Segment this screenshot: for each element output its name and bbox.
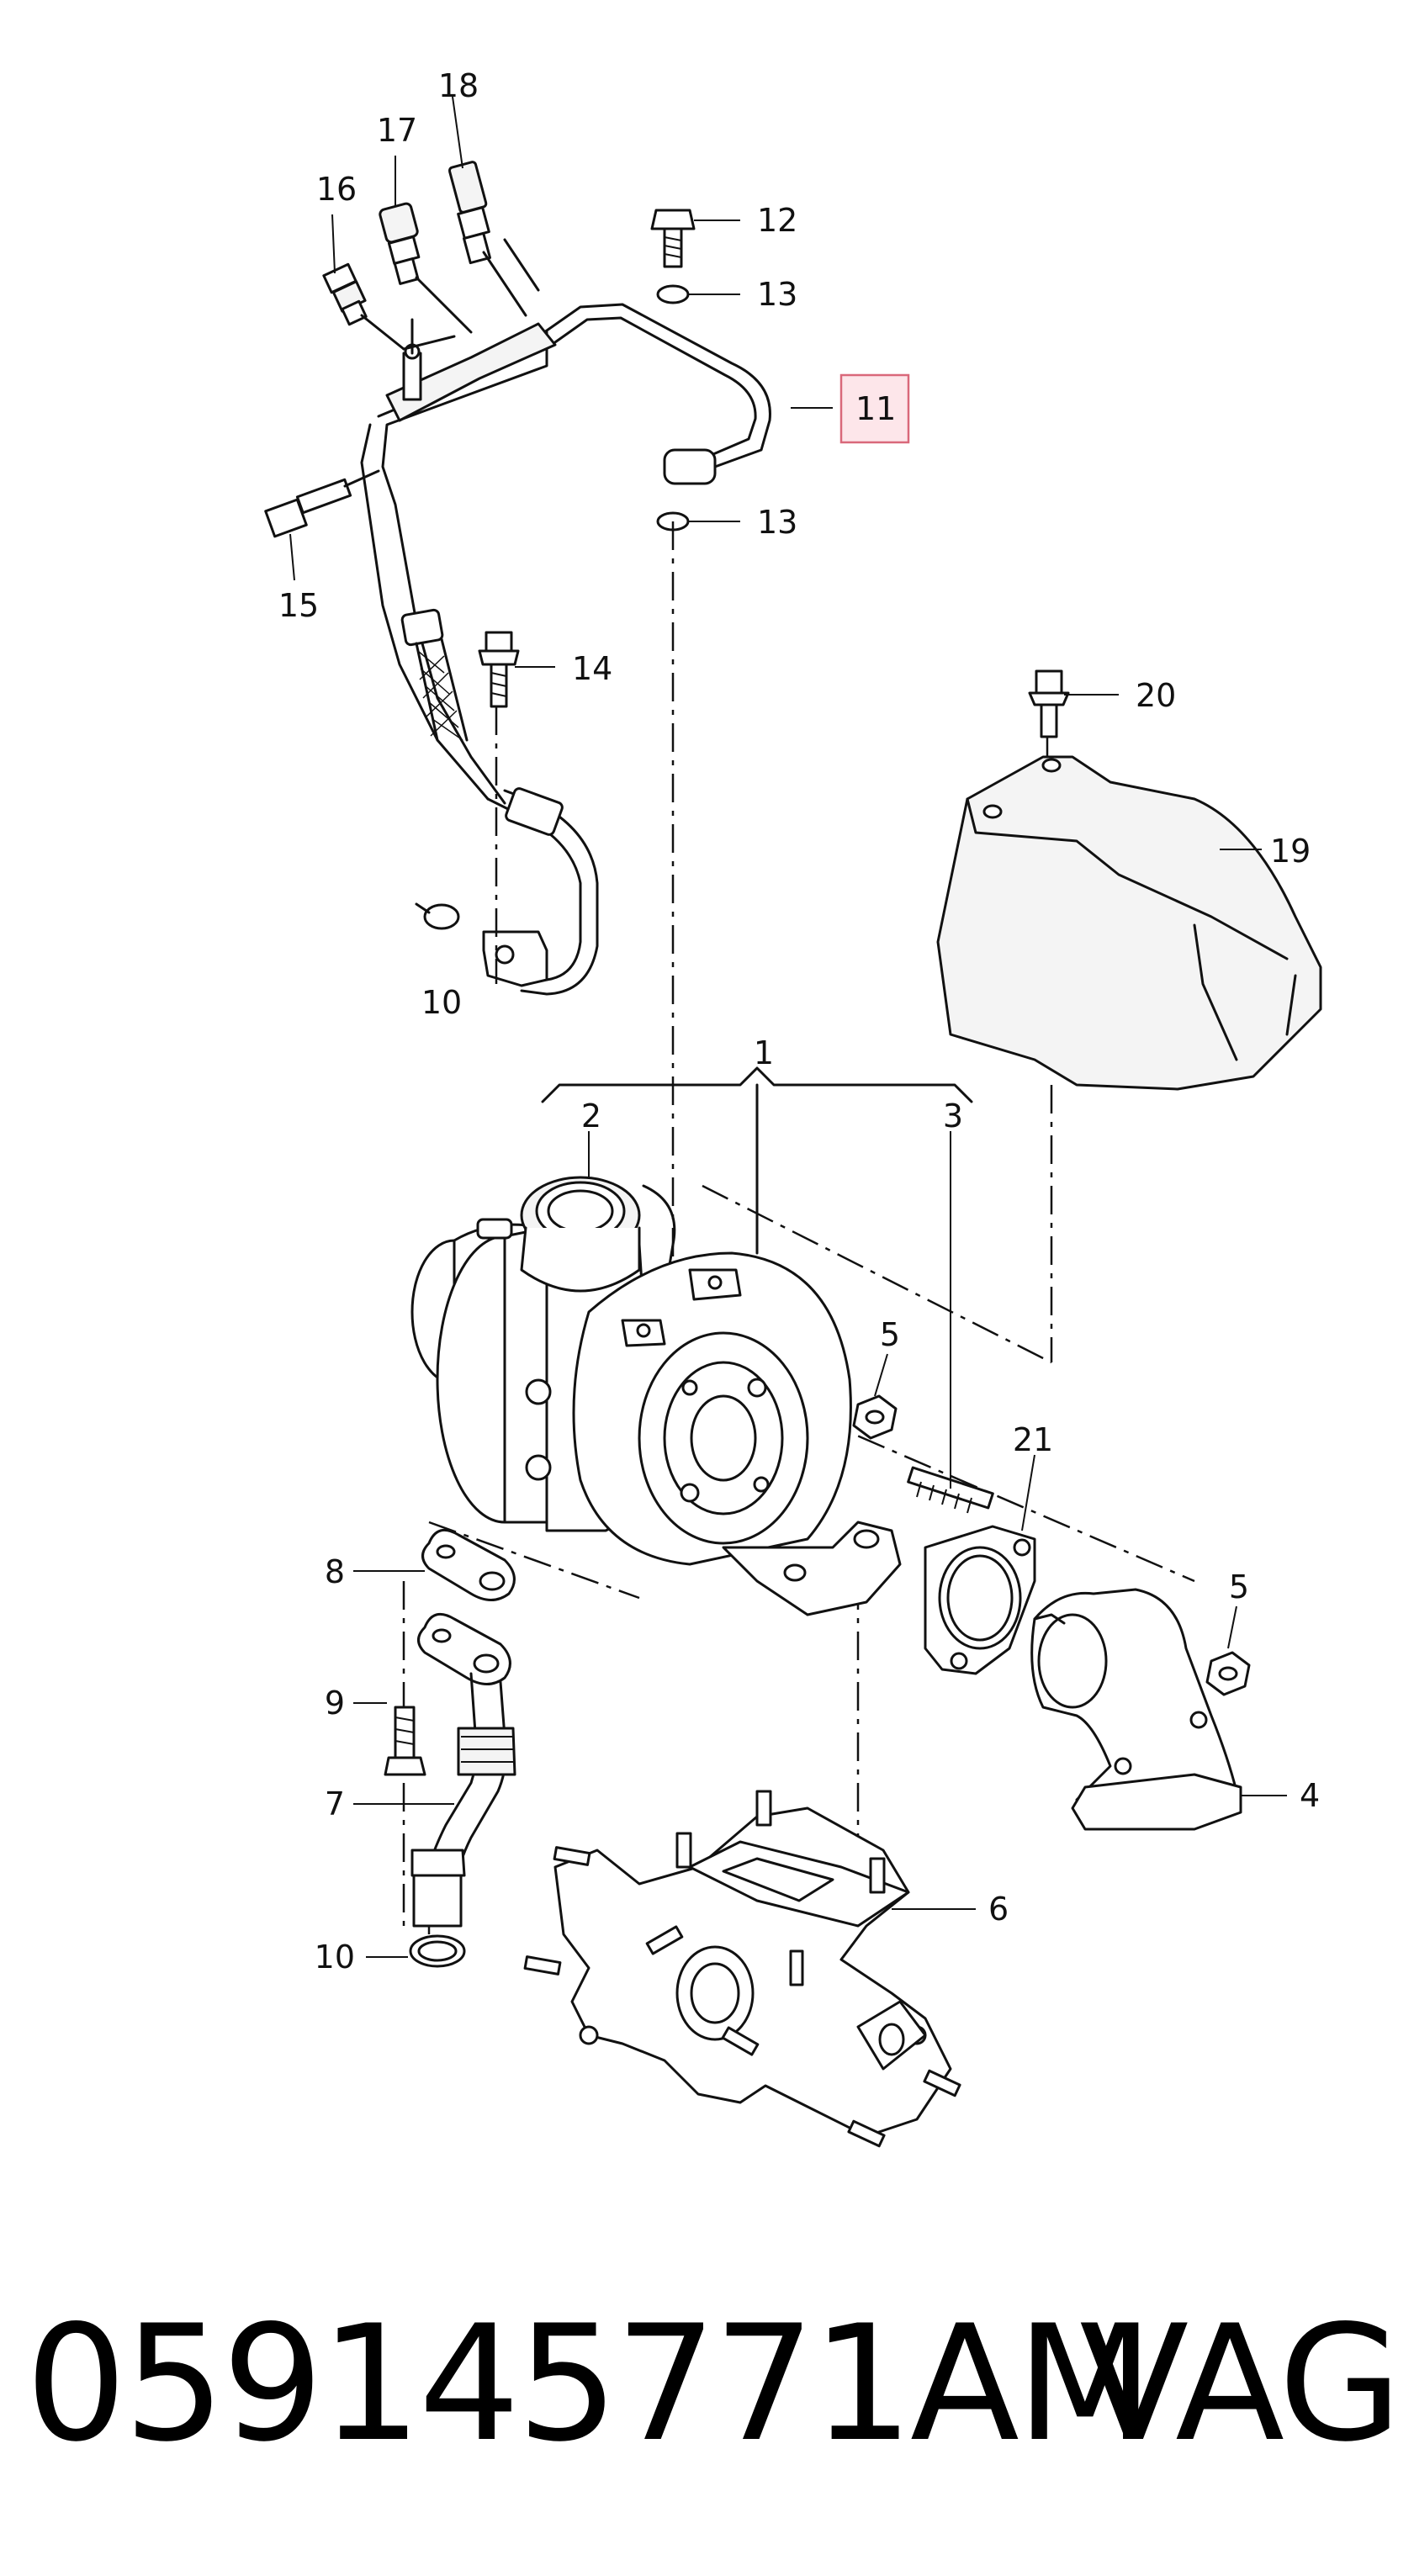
nut-5-right xyxy=(1205,1651,1251,1696)
bolt-15 xyxy=(264,469,380,538)
exhaust-elbow-4 xyxy=(1030,1588,1242,1831)
callout-11: 11 xyxy=(855,390,896,427)
leader-lines xyxy=(289,96,1287,1958)
oil-feed-pipe xyxy=(360,303,771,996)
bolt-12 xyxy=(650,209,696,268)
bolt-9 xyxy=(384,1706,426,1776)
oil-return-pipe-7 xyxy=(410,1612,516,1928)
part-number: 059145771AM xyxy=(25,2291,1154,2477)
gasket-8 xyxy=(421,1528,516,1601)
callout-labels: 18 17 16 12 13 11 13 15 14 20 19 10 1 2 … xyxy=(278,67,1320,1976)
callout-8: 8 xyxy=(325,1553,345,1590)
callout-10-lower: 10 xyxy=(315,1939,355,1976)
brand-name: VAG xyxy=(1079,2291,1402,2477)
callout-5-right: 5 xyxy=(1229,1568,1249,1605)
sensor-16 xyxy=(322,262,456,351)
callout-13-upper: 13 xyxy=(757,276,797,313)
callout-21: 21 xyxy=(1013,1421,1053,1458)
seal-ring-10-upper xyxy=(423,903,460,930)
callout-1: 1 xyxy=(754,1034,774,1071)
callout-18: 18 xyxy=(438,67,479,104)
callout-5-left: 5 xyxy=(880,1316,900,1353)
callout-4: 4 xyxy=(1300,1777,1320,1814)
callout-9: 9 xyxy=(325,1685,345,1722)
assembly-bracket-1 xyxy=(541,1066,973,1103)
callout-17: 17 xyxy=(377,112,417,149)
nut-5-left xyxy=(852,1394,898,1440)
callout-11-highlight xyxy=(839,373,910,444)
callout-20: 20 xyxy=(1136,677,1176,714)
callout-15: 15 xyxy=(278,587,319,624)
exploded-parts-diagram: 18 17 16 12 13 11 13 15 14 20 19 10 1 2 … xyxy=(264,67,1322,2148)
callout-3: 3 xyxy=(943,1098,963,1135)
sensor-18 xyxy=(448,161,540,317)
bolt-20 xyxy=(1028,669,1070,738)
part-caption: 059145771AM VAG xyxy=(0,2300,1414,2468)
callout-7: 7 xyxy=(325,1785,345,1822)
callout-19: 19 xyxy=(1270,833,1311,870)
exhaust-manifold-6 xyxy=(523,1790,961,2148)
callout-6: 6 xyxy=(988,1891,1009,1928)
washer-13-upper xyxy=(656,284,690,304)
callout-2: 2 xyxy=(581,1098,601,1135)
callout-13-lower: 13 xyxy=(757,504,797,541)
bolt-14 xyxy=(478,631,520,708)
heat-shield-19 xyxy=(936,755,1322,1091)
turbocharger-1 xyxy=(410,1176,902,1616)
callout-16: 16 xyxy=(316,171,357,208)
gasket-21 xyxy=(924,1525,1036,1675)
callout-14: 14 xyxy=(572,650,612,687)
sensor-17 xyxy=(379,202,473,334)
callout-10-upper: 10 xyxy=(421,984,462,1021)
callout-12: 12 xyxy=(757,202,797,239)
